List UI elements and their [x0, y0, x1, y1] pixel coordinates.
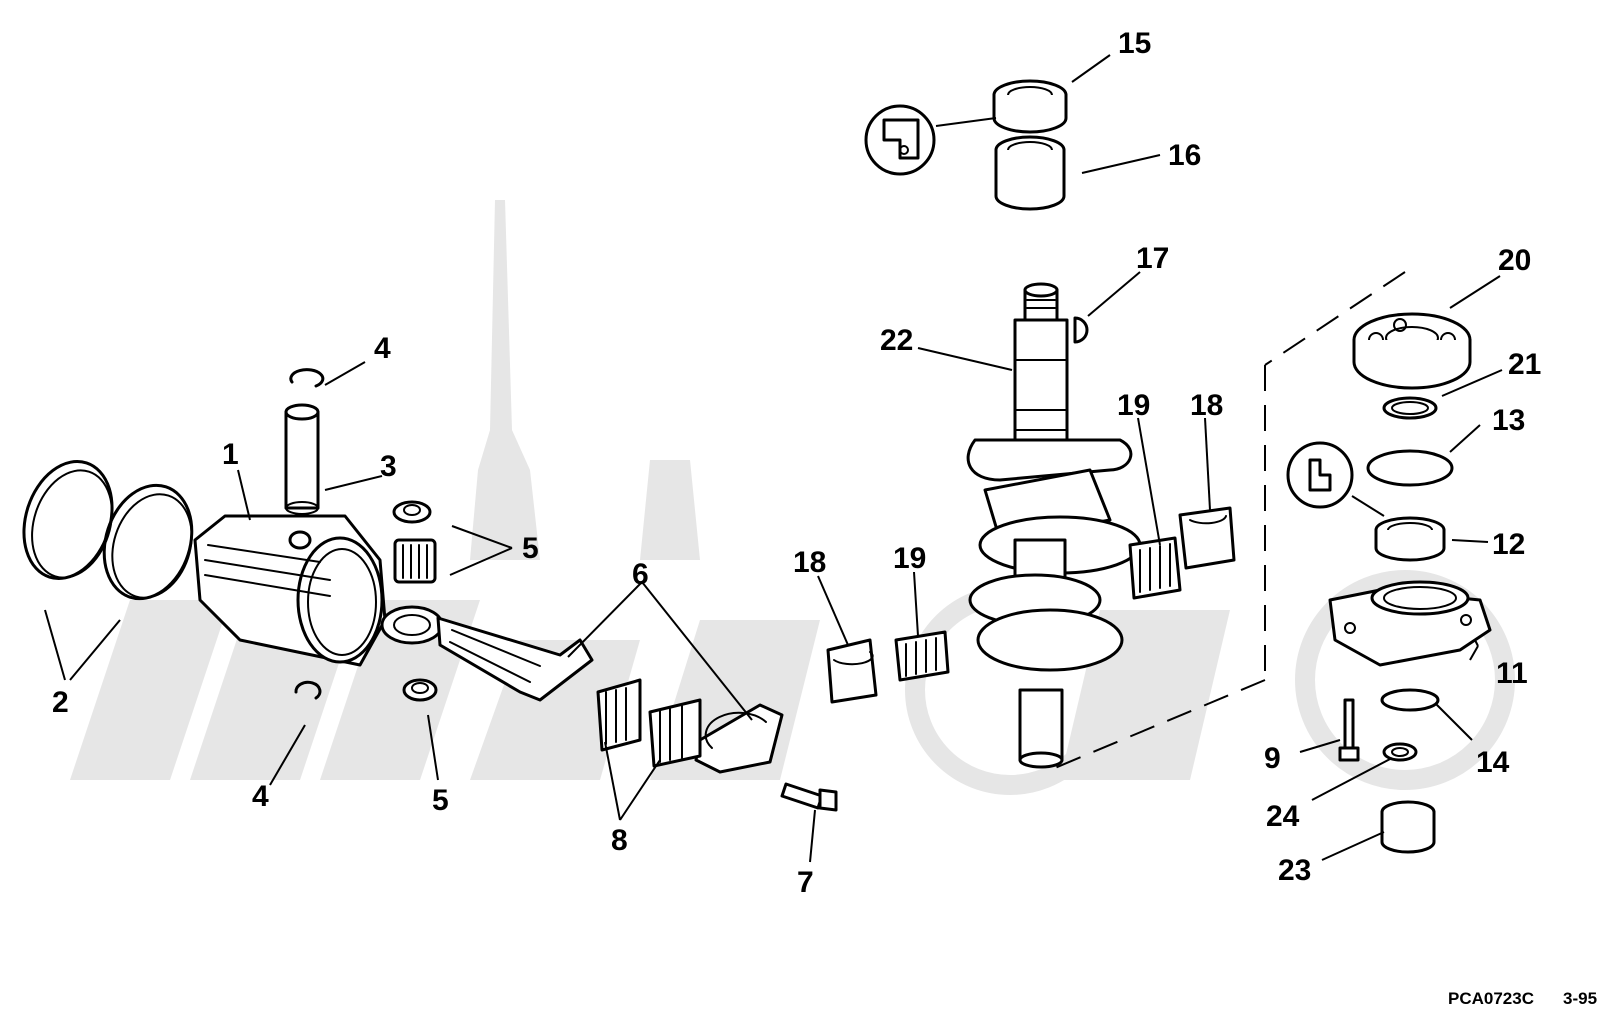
callout-11: 11	[1496, 657, 1528, 690]
figure-footer: PCA0723C 3-95	[1448, 989, 1597, 1008]
end-cap	[1380, 800, 1436, 854]
callout-23: 23	[1278, 854, 1311, 887]
callout-5-right: 5	[522, 532, 539, 565]
leader-lines	[44, 54, 1503, 863]
callout-19-right: 19	[1117, 389, 1150, 422]
small-end-bearing	[392, 500, 438, 702]
grease-seal-icon	[864, 104, 936, 176]
callout-17: 17	[1136, 242, 1169, 275]
housing-screw	[1338, 698, 1360, 762]
callout-13: 13	[1492, 404, 1525, 437]
callout-7: 7	[797, 866, 814, 899]
callout-1: 1	[222, 438, 239, 471]
big-end-bearings	[596, 678, 702, 768]
callout-24: 24	[1266, 800, 1300, 833]
assembly-guide-lines	[1049, 271, 1406, 771]
ball-bearing	[1352, 312, 1472, 390]
callout-18-left: 18	[793, 546, 826, 579]
callout-labels: 1 2 3 4 4 5 5 6 7 8 9 11 12 13 14 15 16 …	[52, 27, 1541, 899]
o-ring	[1366, 449, 1454, 487]
circlips	[289, 368, 325, 700]
callout-8: 8	[611, 824, 628, 857]
callout-6: 6	[632, 558, 649, 591]
callout-4-bottom: 4	[252, 780, 269, 813]
piston	[193, 514, 387, 667]
bearing-housing	[1328, 580, 1492, 667]
small-o-ring	[1380, 688, 1440, 712]
sealant-icon	[1286, 441, 1354, 509]
callout-20: 20	[1498, 244, 1531, 277]
callout-5-bottom: 5	[432, 784, 449, 817]
callout-2: 2	[52, 686, 69, 719]
callout-4-top: 4	[374, 332, 391, 365]
upper-seal-and-bearing	[992, 79, 1068, 211]
callout-18-right: 18	[1190, 389, 1223, 422]
callout-14: 14	[1476, 746, 1510, 779]
callout-19-left: 19	[893, 542, 926, 575]
seal-washer	[1382, 742, 1418, 762]
callout-15: 15	[1118, 27, 1151, 60]
callout-3: 3	[380, 450, 397, 483]
piston-rings	[22, 459, 194, 601]
crankshaft	[966, 282, 1142, 769]
piston-pin	[284, 403, 320, 515]
woodruff-key	[1073, 316, 1089, 344]
figure-code: PCA0723C	[1448, 989, 1534, 1008]
figure-date: 3-95	[1563, 989, 1597, 1008]
rod-bolt	[780, 782, 838, 812]
callout-9: 9	[1264, 742, 1281, 775]
callout-12: 12	[1492, 528, 1525, 561]
retaining-ring	[1382, 396, 1438, 420]
lower-seal	[1374, 516, 1446, 562]
main-bearings	[826, 506, 1236, 704]
callout-22: 22	[880, 324, 913, 357]
callout-21: 21	[1508, 348, 1541, 381]
callout-16: 16	[1168, 139, 1201, 172]
connecting-rod	[380, 605, 784, 774]
